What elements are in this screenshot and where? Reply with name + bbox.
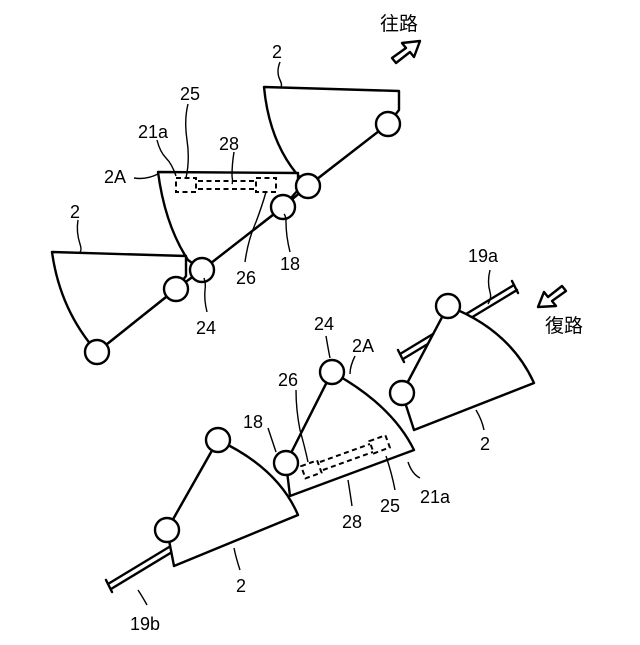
roller	[296, 174, 320, 198]
roller	[376, 112, 400, 136]
label-24-upper: 24	[196, 318, 216, 338]
label-2-lower-left: 2	[236, 576, 246, 596]
upper-chain	[52, 87, 400, 364]
bucket-upper-left	[52, 252, 186, 352]
label-25-lower: 25	[380, 496, 400, 516]
roller-24-lower	[320, 360, 344, 384]
label-26-lower: 26	[278, 370, 298, 390]
label-18-lower: 18	[243, 412, 263, 432]
roller	[85, 340, 109, 364]
roller	[206, 428, 230, 452]
roller	[390, 381, 414, 405]
roller	[155, 518, 179, 542]
return-arrow-icon	[538, 286, 566, 307]
label-26-upper: 26	[236, 268, 256, 288]
label-21a-lower: 21a	[420, 487, 451, 507]
return-label: 復路	[545, 315, 583, 337]
label-21a-upper: 21a	[138, 122, 169, 142]
label-2a-lower: 2A	[352, 336, 374, 356]
bucket-lower-right	[402, 306, 534, 430]
label-19b: 19b	[130, 614, 160, 634]
label-28-lower: 28	[342, 512, 362, 532]
roller	[436, 294, 460, 318]
label-2-upper-right: 2	[272, 42, 282, 62]
outbound-arrow-icon	[392, 41, 420, 63]
roller-18-upper	[271, 195, 295, 219]
roller-18-lower	[274, 451, 298, 475]
label-28-upper: 28	[219, 134, 239, 154]
label-24-lower: 24	[314, 314, 334, 334]
label-2a-upper: 2A	[104, 167, 126, 187]
label-19a: 19a	[468, 246, 499, 266]
label-18-upper: 18	[280, 254, 300, 274]
bucket-upper-right	[264, 87, 399, 186]
label-2-lower-right: 2	[480, 434, 490, 454]
roller-24-upper	[190, 258, 214, 282]
label-2-upper-left: 2	[70, 202, 80, 222]
roller	[164, 277, 188, 301]
label-25-upper: 25	[180, 84, 200, 104]
outbound-label: 往路	[380, 13, 418, 35]
